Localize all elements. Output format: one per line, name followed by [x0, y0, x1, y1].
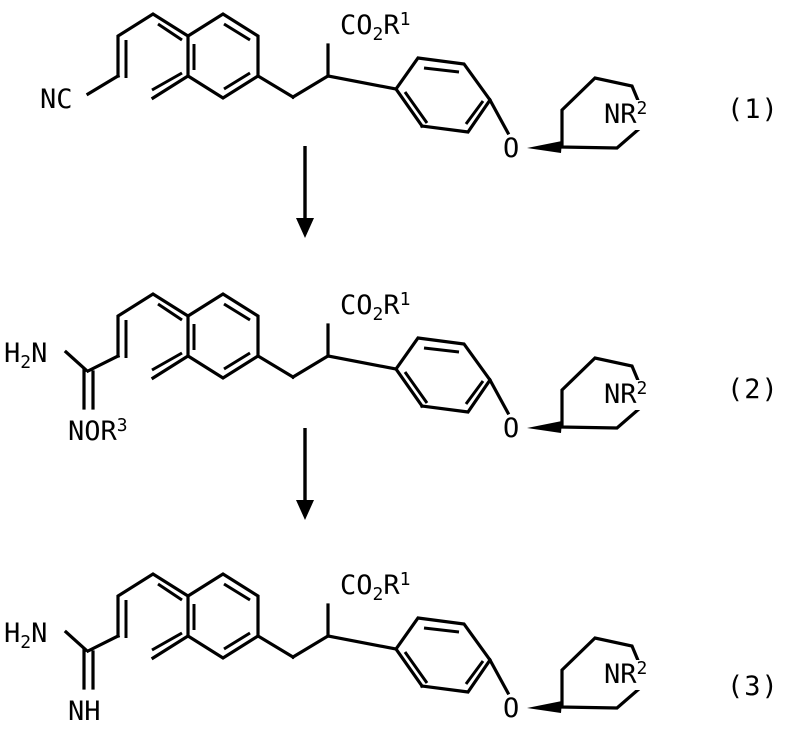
- naphthalene-left-ring: [116, 572, 190, 661]
- piperidine-ring: [560, 76, 649, 150]
- structure-3: H2N NH CO2R1: [4, 569, 779, 727]
- ester-label: CO2R1: [340, 9, 410, 45]
- ether-oxygen-label: O: [503, 413, 519, 444]
- bond-amino-carbon: [63, 629, 89, 653]
- bond-nitrile-naphthalene: [85, 73, 121, 97]
- oxime-label: NOR3: [68, 415, 128, 447]
- naphthalene-right-ring: [185, 292, 260, 380]
- bond-naphthalene-ch2: [255, 73, 296, 100]
- naphthalene-right-ring: [185, 12, 260, 100]
- bond-naphthalene-ch2: [255, 633, 296, 660]
- piperidine-ring: [560, 636, 649, 710]
- bond-alpha-phenyl: [326, 634, 398, 651]
- naphthalene-right-ring: [185, 572, 260, 660]
- amine-label-backdrop: [601, 660, 667, 690]
- bond-phenyl-ether: [487, 657, 511, 696]
- piperidine-ring: [560, 356, 649, 430]
- bond-amino-carbon: [63, 349, 89, 373]
- structure-number-2: (2): [727, 374, 779, 405]
- stereo-wedge-bond: [527, 421, 562, 433]
- amine-label: NR2: [604, 378, 647, 410]
- imine-label: NH: [68, 696, 101, 727]
- amine-label: NR2: [604, 658, 647, 690]
- phenyl-ring: [393, 616, 492, 694]
- bond-phenyl-ether: [487, 377, 511, 416]
- naphthalene-left-ring: [116, 12, 190, 101]
- bond-naphthalene-ch2: [255, 353, 296, 380]
- bond-amidoxime-naphthalene: [85, 353, 121, 374]
- bond-alpha-phenyl: [326, 74, 398, 91]
- bond-alpha-phenyl: [326, 354, 398, 371]
- amino-label: H2N: [4, 618, 47, 653]
- ether-oxygen-label: O: [503, 133, 519, 164]
- stereo-wedge-bond: [527, 701, 562, 713]
- bond-ch2-alpha: [290, 73, 331, 100]
- structure-number-3: (3): [727, 671, 779, 702]
- amino-label: H2N: [4, 338, 47, 373]
- stereo-wedge-bond: [527, 141, 562, 153]
- bond-amidine-naphthalene: [85, 633, 121, 654]
- amine-label-backdrop: [601, 100, 667, 130]
- phenyl-ring: [393, 56, 492, 134]
- amine-label-backdrop: [601, 380, 667, 410]
- ester-label: CO2R1: [340, 569, 410, 605]
- bond-ch2-alpha: [290, 353, 331, 380]
- structure-2: H2N NOR3 CO2R1: [4, 289, 779, 447]
- arrow-1: [296, 146, 314, 238]
- naphthalene-left-ring: [116, 292, 190, 381]
- structure-1: NC CO2R1: [40, 9, 779, 164]
- ether-oxygen-label: O: [503, 693, 519, 724]
- phenyl-ring: [393, 336, 492, 414]
- nitrile-label: NC: [40, 84, 73, 115]
- ester-label: CO2R1: [340, 289, 410, 325]
- structure-number-1: (1): [727, 94, 779, 125]
- amine-label-top: NR2: [604, 98, 647, 130]
- bond-phenyl-ether: [487, 97, 511, 136]
- bond-ch2-alpha: [290, 633, 331, 660]
- arrow-2: [296, 428, 314, 520]
